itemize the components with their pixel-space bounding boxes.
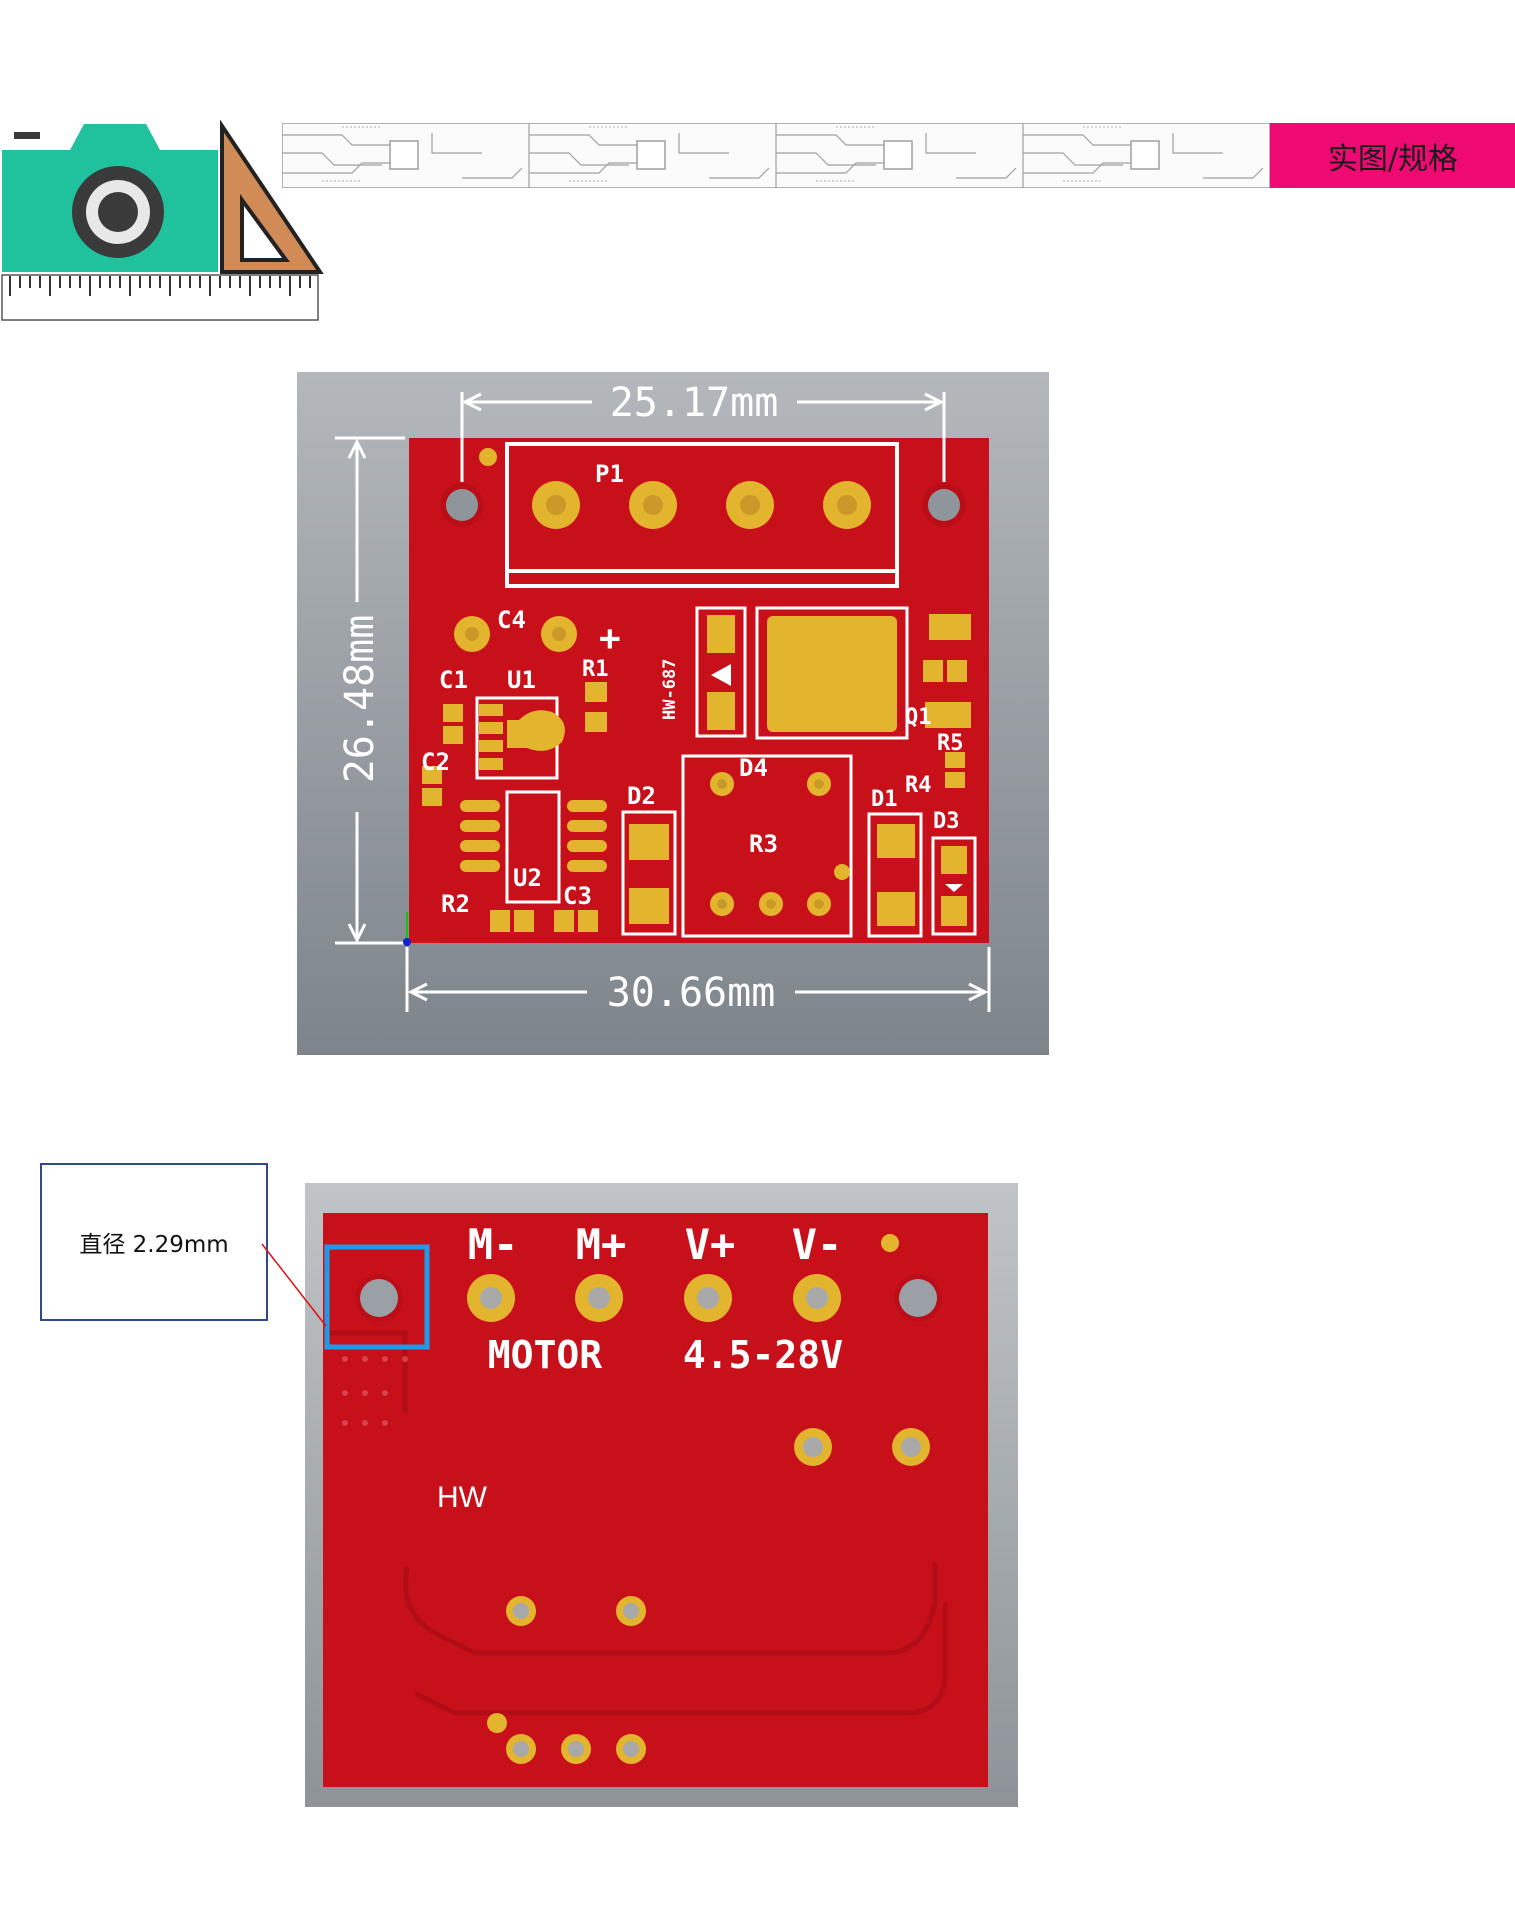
silk-r4: R4 (905, 773, 932, 798)
silk-p1: P1 (595, 460, 624, 488)
terminal-pads (467, 1274, 841, 1322)
pcb-bottom-view: M- M+ V+ V- MOTOR 4.5-28V HW (305, 1183, 1018, 1807)
mosfet-pad (767, 616, 897, 732)
silk-d4: D4 (739, 754, 768, 782)
silk-c3: C3 (563, 882, 592, 910)
silk-r1: R1 (582, 657, 609, 682)
dimension-lines (335, 392, 991, 1012)
silk-motor: MOTOR (488, 1333, 603, 1377)
silk-m-minus: M- (468, 1220, 519, 1269)
mounting-hole (446, 489, 478, 521)
silk-d1: D1 (871, 787, 898, 812)
silk-d3: D3 (933, 809, 960, 834)
dim-left-height: 26.48mm (337, 615, 383, 784)
banner-title: 实图/规格 (1270, 123, 1515, 188)
silk-u2: U2 (513, 864, 542, 892)
silk-plus: + (599, 618, 621, 659)
dim-bottom-width: 30.66mm (607, 970, 776, 1016)
mounting-hole (899, 1279, 937, 1317)
callout-leader-line (261, 1243, 327, 1327)
silk-r5: R5 (937, 731, 964, 756)
p1-connector-outline (505, 442, 899, 588)
silk-d2: D2 (627, 782, 656, 810)
silk-board-id: HW-687 (660, 659, 680, 720)
silk-m-plus: M+ (576, 1220, 627, 1269)
mounting-hole (928, 489, 960, 521)
silk-hw: HW (437, 1481, 488, 1514)
pcb-board-bottom (323, 1213, 988, 1787)
silk-r2: R2 (441, 890, 470, 918)
silk-c1: C1 (439, 666, 468, 694)
circuit-banner (281, 122, 1271, 189)
hole-highlight-box (324, 1244, 430, 1350)
mounting-hole (360, 1279, 398, 1317)
silk-v-minus: V- (792, 1220, 843, 1269)
hole-diameter-callout: 直径 2.29mm (40, 1163, 268, 1321)
camera-shutter (14, 132, 40, 139)
silk-v-plus: V+ (685, 1220, 736, 1269)
silk-c4: C4 (497, 606, 526, 634)
silk-q1: Q1 (905, 705, 932, 730)
silk-u1: U1 (507, 666, 536, 694)
silk-r3: R3 (749, 830, 778, 858)
silk-voltage: 4.5-28V (683, 1333, 843, 1377)
header-logo (0, 119, 330, 325)
silk-c2: C2 (421, 748, 450, 776)
p1-pads (532, 481, 871, 529)
pcb-top-view: P1 C4 C1 U1 R1 + HW-687 C2 U2 R2 C3 D2 D… (297, 372, 1049, 1055)
dim-top-width: 25.17mm (610, 380, 779, 426)
